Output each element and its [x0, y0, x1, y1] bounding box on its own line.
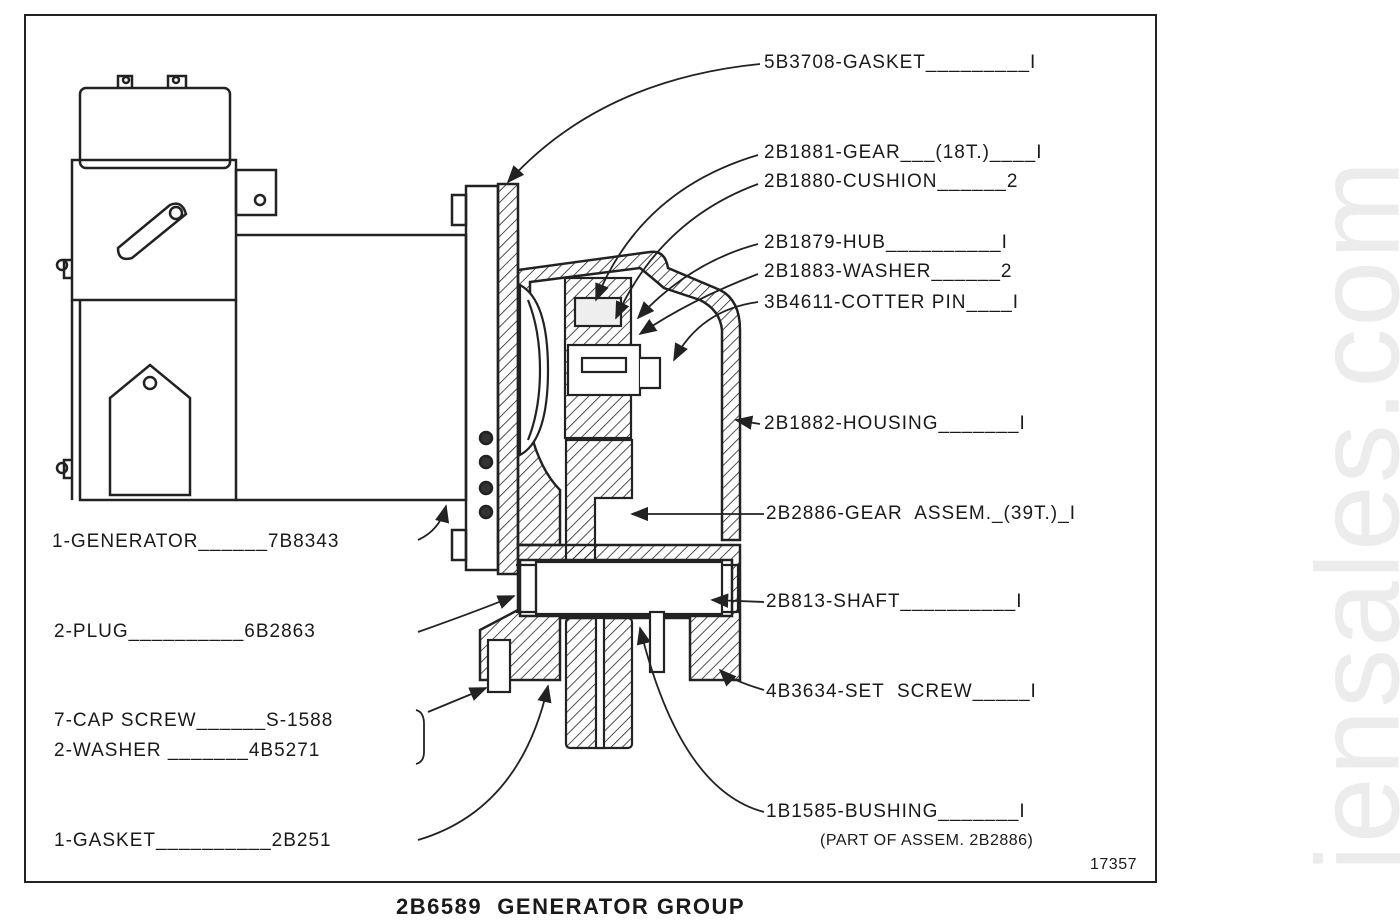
label-set-screw: 4B3634-SET SCREW_____I [766, 681, 1037, 702]
label-gasket-bottom: 1-GASKET__________2B251 [54, 830, 332, 851]
label-cap-screw: 7-CAP SCREW______S-1588 [54, 710, 334, 731]
drawing-number: 17357 [1090, 856, 1137, 873]
label-housing: 2B1882-HOUSING_______I [764, 413, 1026, 434]
label-washer-left: 2-WASHER _______4B5271 [54, 740, 321, 761]
watermark: jensales.com [1292, 120, 1400, 910]
label-washer: 2B1883-WASHER______2 [764, 261, 1013, 282]
watermark-text: jensales.com [1292, 158, 1400, 872]
label-gear-assem: 2B2886-GEAR ASSEM._(39T.)_I [766, 503, 1076, 524]
label-plug: 2-PLUG__________6B2863 [54, 621, 316, 642]
diagram-caption: 2B6589 GENERATOR GROUP [396, 894, 746, 919]
label-bushing-note: (PART OF ASSEM. 2B2886) [820, 832, 1034, 849]
label-shaft: 2B813-SHAFT__________I [766, 591, 1023, 612]
leader-lines [417, 63, 765, 841]
label-gasket-top: 5B3708-GASKET_________I [764, 52, 1037, 73]
label-cotter-pin: 3B4611-COTTER PIN____I [764, 292, 1020, 313]
label-cushion: 2B1880-CUSHION______2 [764, 171, 1019, 192]
mount-flange [450, 182, 520, 576]
diagram-frame [24, 14, 1157, 883]
label-hub: 2B1879-HUB__________I [764, 232, 1008, 253]
label-generator: 1-GENERATOR______7B8343 [52, 531, 340, 552]
label-bushing: 1B1585-BUSHING_______I [766, 801, 1026, 822]
label-gear: 2B1881-GEAR___(18T.)____I [764, 142, 1043, 163]
generator [55, 74, 468, 502]
